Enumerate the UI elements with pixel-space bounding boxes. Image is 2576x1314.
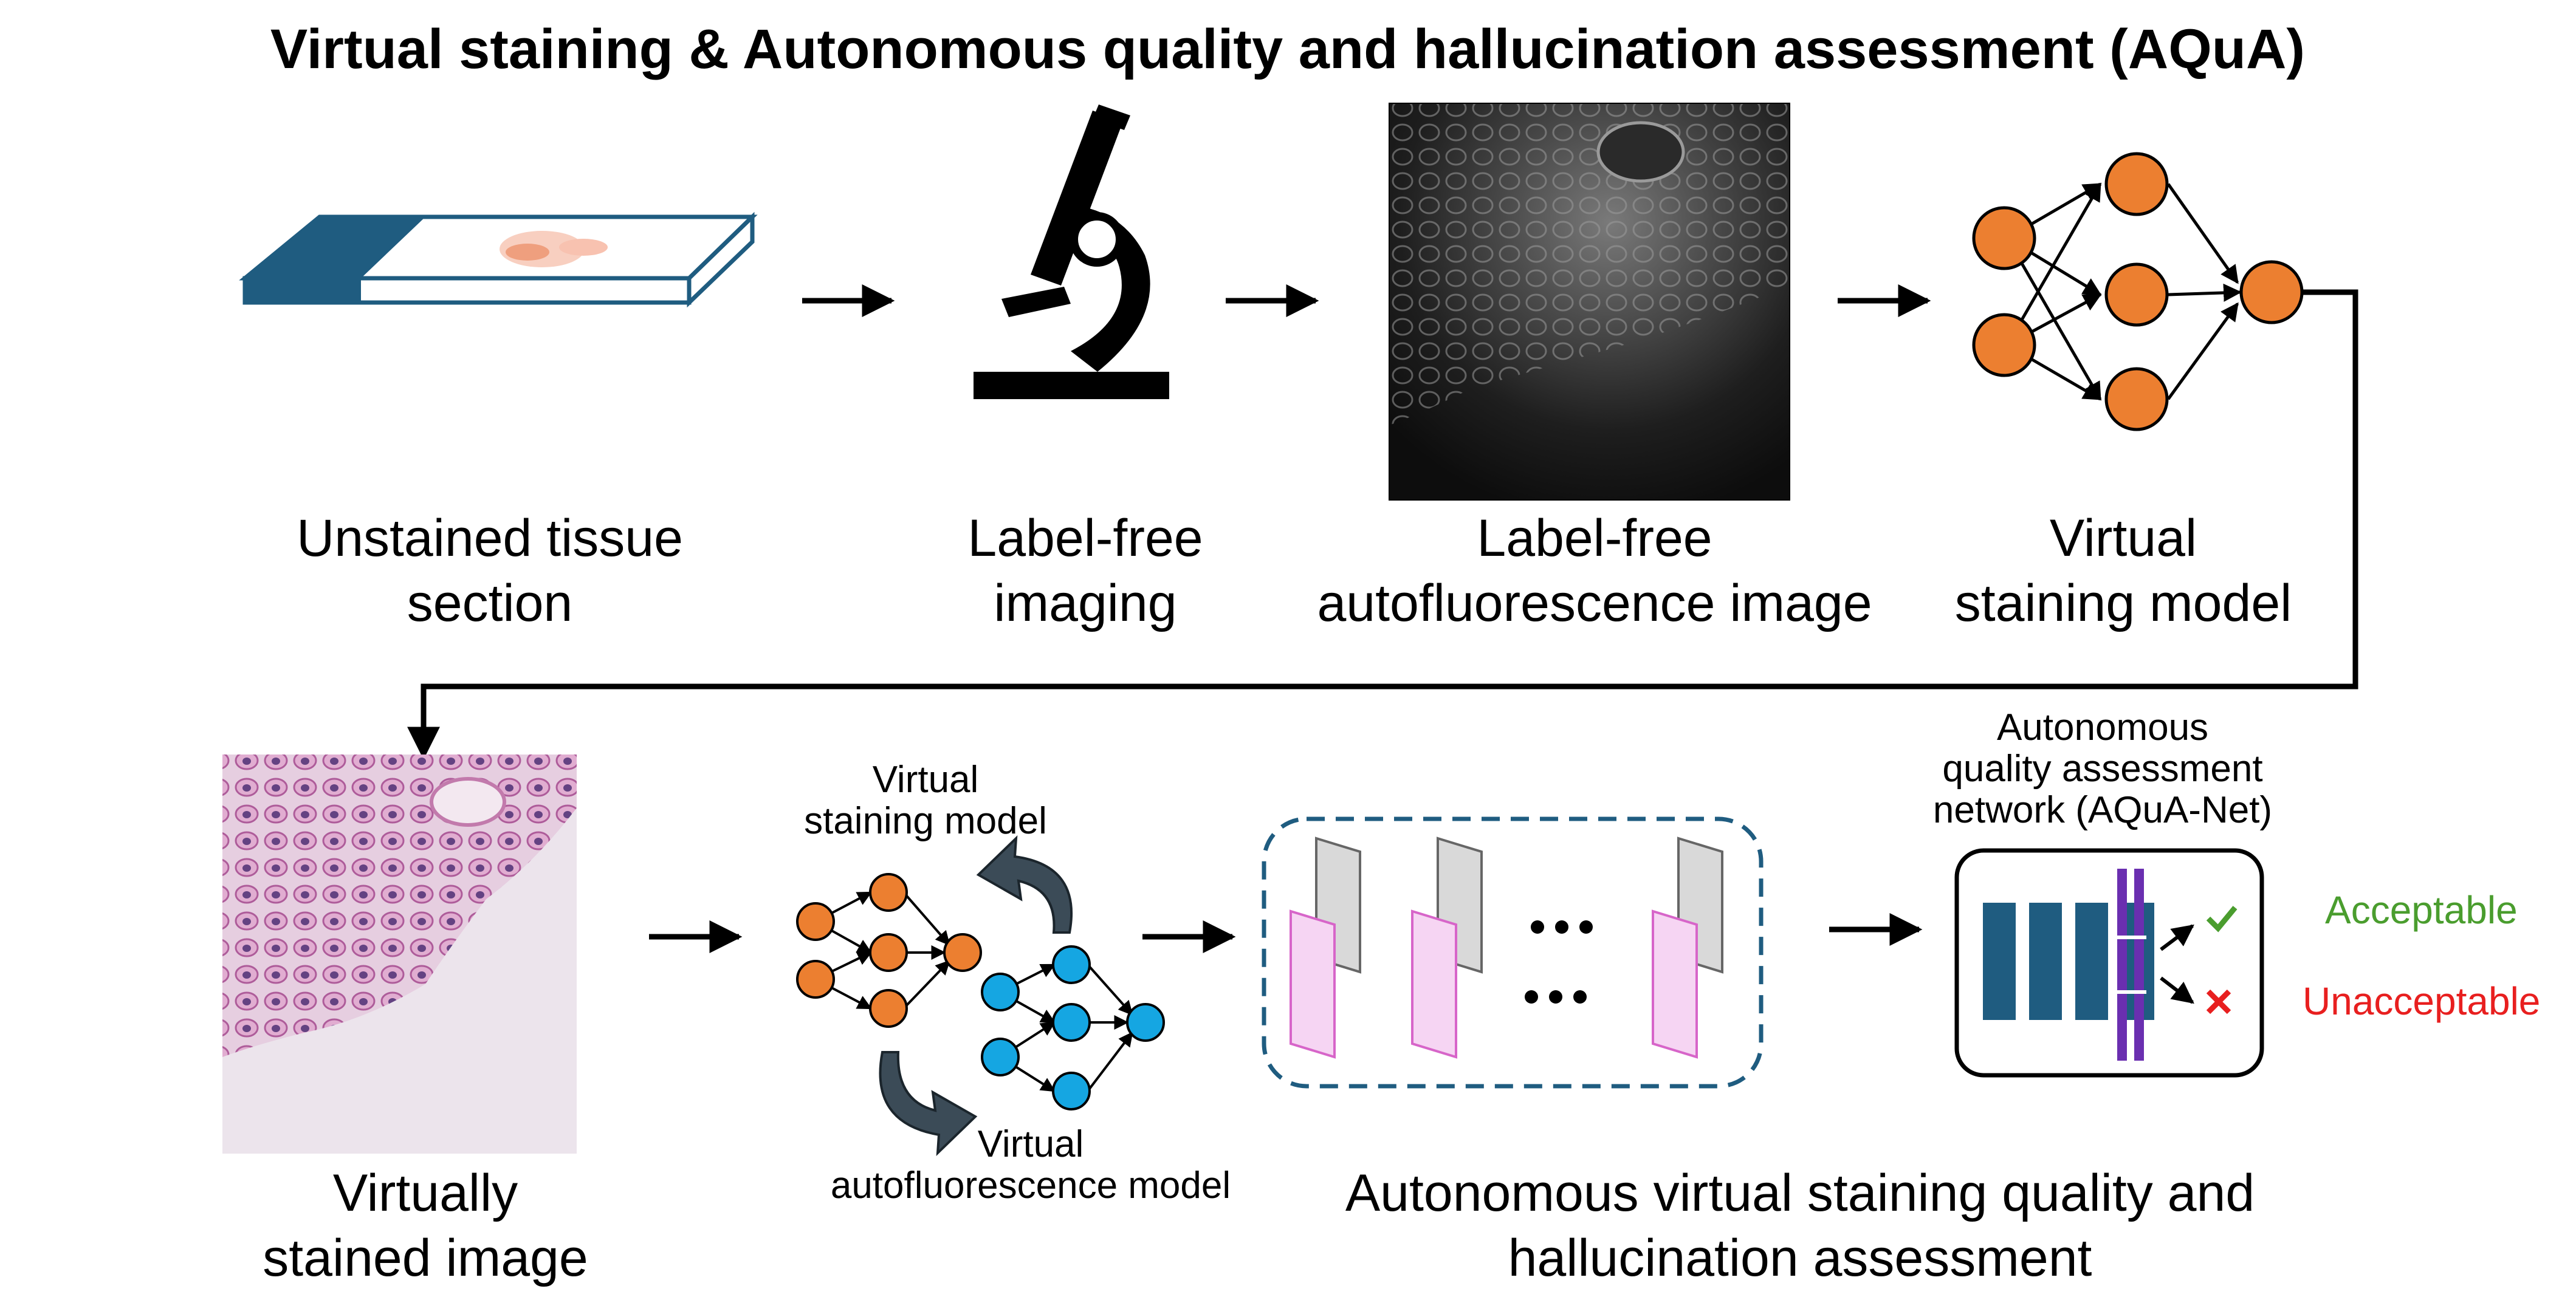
cycle-models: Virtual staining model	[796, 759, 1231, 1206]
image-pair-1	[1290, 837, 1361, 1059]
autofluorescence-image	[1389, 103, 1790, 501]
check-icon	[2206, 906, 2238, 932]
svg-text:stained image: stained image	[263, 1229, 588, 1287]
stained-image	[222, 755, 577, 1154]
svg-text:Label-free: Label-free	[1477, 509, 1712, 567]
svg-text:autofluorescence model: autofluorescence model	[831, 1165, 1231, 1206]
svg-text:hallucination assessment: hallucination assessment	[1508, 1229, 2092, 1287]
acceptable-label: Acceptable	[2325, 888, 2518, 932]
svg-text:Virtual: Virtual	[2050, 509, 2197, 567]
unacceptable-label: Unacceptable	[2303, 979, 2540, 1023]
image-pair-2	[1411, 837, 1483, 1059]
assessment-caption: Autonomous virtual staining quality and …	[1345, 1164, 2255, 1287]
vs-model-caption: Virtual staining model	[1955, 509, 2292, 632]
microscope-icon	[974, 104, 1169, 399]
svg-text:Label-free: Label-free	[967, 509, 1203, 567]
svg-text:Virtually: Virtually	[333, 1164, 518, 1222]
image-pairs-container	[1262, 816, 1764, 1089]
image-pair-3	[1652, 837, 1723, 1059]
cycle-arrow-icon	[879, 835, 1073, 1157]
svg-text:Virtual: Virtual	[978, 1123, 1084, 1165]
cross-icon	[2206, 989, 2231, 1015]
svg-text:network (AQuA-Net): network (AQuA-Net)	[1933, 789, 2272, 831]
blue-network-icon	[981, 945, 1165, 1110]
svg-text:section: section	[407, 574, 573, 632]
aquanet-icon	[1954, 848, 2264, 1078]
svg-text:imaging: imaging	[994, 574, 1176, 632]
orange-network-icon	[796, 873, 982, 1028]
svg-text:staining model: staining model	[1955, 574, 2292, 632]
imaging-caption: Label-free imaging	[967, 509, 1203, 632]
autofluorescence-caption: Label-free autofluorescence image	[1317, 509, 1872, 632]
ellipsis-icon	[1525, 920, 1593, 1004]
svg-text:Unstained tissue: Unstained tissue	[297, 509, 683, 567]
svg-text:autofluorescence image: autofluorescence image	[1317, 574, 1872, 632]
slide-icon	[239, 211, 758, 308]
svg-text:quality assessment: quality assessment	[1942, 748, 2262, 790]
aquanet-label: Autonomous quality assessment network (A…	[1933, 707, 2272, 831]
svg-text:Autonomous: Autonomous	[1997, 707, 2208, 748]
stained-caption: Virtually stained image	[263, 1164, 588, 1287]
slide-caption: Unstained tissue section	[297, 509, 683, 632]
neural-network-icon	[1972, 152, 2304, 431]
svg-text:Autonomous virtual staining qu: Autonomous virtual staining quality and	[1345, 1164, 2255, 1222]
connector-arrow	[407, 289, 2358, 760]
svg-text:Virtual: Virtual	[873, 759, 979, 801]
page-title: Virtual staining & Autonomous quality an…	[270, 18, 2305, 80]
svg-text:staining model: staining model	[804, 800, 1047, 842]
